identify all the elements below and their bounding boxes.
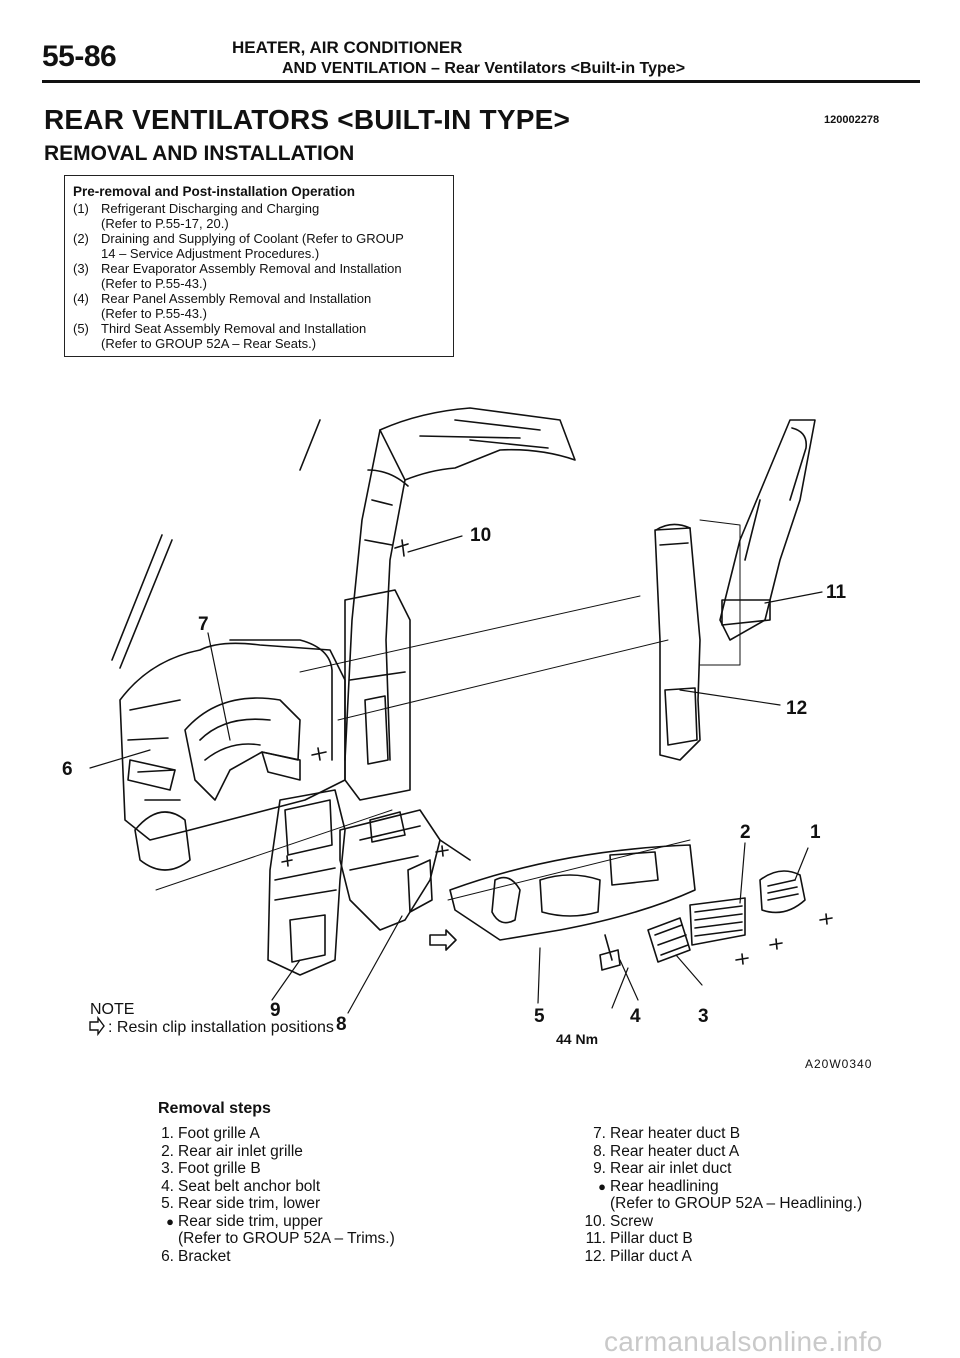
exploded-view-illustration: 10 7 11 12 6 2 1 9 8 5 4 3 NOTE : Resin … — [62, 407, 847, 1047]
rear-air-inlet-grille — [689, 897, 746, 946]
callout-7: 7 — [198, 614, 209, 635]
pillar-duct-b — [719, 419, 816, 641]
callout-10: 10 — [470, 525, 491, 546]
list-item: 2.Rear air inlet grille — [161, 1142, 303, 1160]
pre-removal-item: (3)Rear Evaporator Assembly Removal and … — [73, 261, 402, 276]
resin-clip-legend-icon — [89, 1015, 105, 1037]
pre-removal-item-cont: (Refer to P.55-43.) — [101, 276, 207, 291]
torque-value: 44 Nm — [556, 1031, 598, 1047]
rear-side-trim-lower — [449, 844, 696, 941]
list-item: 8.Rear heater duct A — [593, 1142, 740, 1160]
air-inlet-duct — [267, 789, 346, 976]
watermark: carmanualsonline.info — [604, 1326, 883, 1357]
document-id: 120002278 — [824, 114, 880, 126]
list-item: 12.Pillar duct A — [584, 1247, 692, 1265]
upper-pillar — [344, 429, 406, 761]
screw — [394, 539, 409, 557]
list-item: 6.Bracket — [161, 1247, 231, 1265]
roof-rail — [379, 407, 576, 481]
section-header-line1: HEATER, AIR CONDITIONER — [232, 38, 463, 57]
list-item: ●Rear headlining — [582, 1178, 862, 1196]
callout-4: 4 — [630, 1006, 641, 1027]
section-header-line2: AND VENTILATION – Rear Ventilators <Buil… — [282, 60, 686, 77]
seat-belt-bolt — [599, 934, 621, 971]
list-item: 5.Rear side trim, lower — [161, 1195, 321, 1212]
heater-duct-b — [184, 697, 301, 801]
callout-1: 1 — [810, 822, 821, 843]
quarter-panel — [119, 642, 346, 841]
callout-8: 8 — [336, 1014, 347, 1035]
list-item: 4.Seat belt anchor bolt — [161, 1177, 321, 1195]
foot-grille-b — [647, 917, 691, 963]
heater-duct-a — [339, 809, 441, 931]
note-text: : Resin clip installation positions — [108, 1019, 334, 1036]
callout-3: 3 — [698, 1006, 709, 1027]
list-item: 3.Foot grille B — [161, 1160, 261, 1177]
bullet-icon: ● — [166, 1213, 174, 1229]
pillar-duct-a — [654, 527, 701, 761]
callout-12: 12 — [786, 698, 807, 719]
pre-removal-item-cont: 14 – Service Adjustment Procedures.) — [101, 246, 320, 261]
page-title: REAR VENTILATORS <BUILT-IN TYPE> — [44, 104, 571, 135]
pre-removal-item-cont: (Refer to P.55-17, 20.) — [101, 216, 229, 231]
pre-removal-item-cont: (Refer to P.55-43.) — [101, 306, 207, 321]
callout-2: 2 — [740, 822, 751, 843]
removal-steps-left: 1.Foot grille A 2.Rear air inlet grille … — [150, 1125, 395, 1265]
list-item: 1.Foot grille A — [161, 1125, 260, 1142]
header-rule — [42, 80, 920, 83]
list-item-cont: (Refer to GROUP 52A – Trims.) — [178, 1230, 395, 1247]
pre-removal-title: Pre-removal and Post-installation Operat… — [73, 184, 356, 199]
pre-removal-box: Pre-removal and Post-installation Operat… — [64, 175, 454, 357]
resin-clip-icons — [281, 747, 833, 965]
list-item: 10.Screw — [584, 1212, 654, 1230]
callout-9: 9 — [270, 1000, 281, 1021]
callout-11: 11 — [826, 582, 847, 603]
pre-removal-item: (2)Draining and Supplying of Coolant (Re… — [73, 231, 404, 246]
pre-removal-item: (1)Refrigerant Discharging and Charging — [73, 201, 320, 216]
bracket — [127, 759, 176, 791]
callout-5: 5 — [534, 1006, 545, 1027]
page-number: 55-86 — [42, 40, 117, 73]
section-subtitle: REMOVAL AND INSTALLATION — [44, 142, 355, 165]
removal-steps-right: 7.Rear heater duct B 8.Rear heater duct … — [582, 1125, 862, 1265]
pre-removal-item: (4)Rear Panel Assembly Removal and Insta… — [73, 291, 372, 306]
list-item: 9.Rear air inlet duct — [593, 1160, 732, 1177]
figure-code: A20W0340 — [805, 1057, 873, 1071]
foot-grille-a — [759, 870, 806, 914]
pre-removal-item: (5)Third Seat Assembly Removal and Insta… — [73, 321, 367, 336]
pre-removal-item-cont: (Refer to GROUP 52A – Rear Seats.) — [101, 336, 317, 351]
bullet-icon: ● — [598, 1178, 606, 1194]
note-label: NOTE — [90, 1001, 134, 1018]
list-item: 7.Rear heater duct B — [593, 1125, 741, 1142]
callout-6: 6 — [62, 759, 73, 780]
list-item-cont: (Refer to GROUP 52A – Headlining.) — [610, 1195, 863, 1212]
list-item: 11.Pillar duct B — [585, 1230, 693, 1247]
removal-steps-title: Removal steps — [158, 1100, 271, 1117]
list-item: ●Rear side trim, upper — [150, 1213, 395, 1231]
pillar-trim — [344, 589, 411, 801]
